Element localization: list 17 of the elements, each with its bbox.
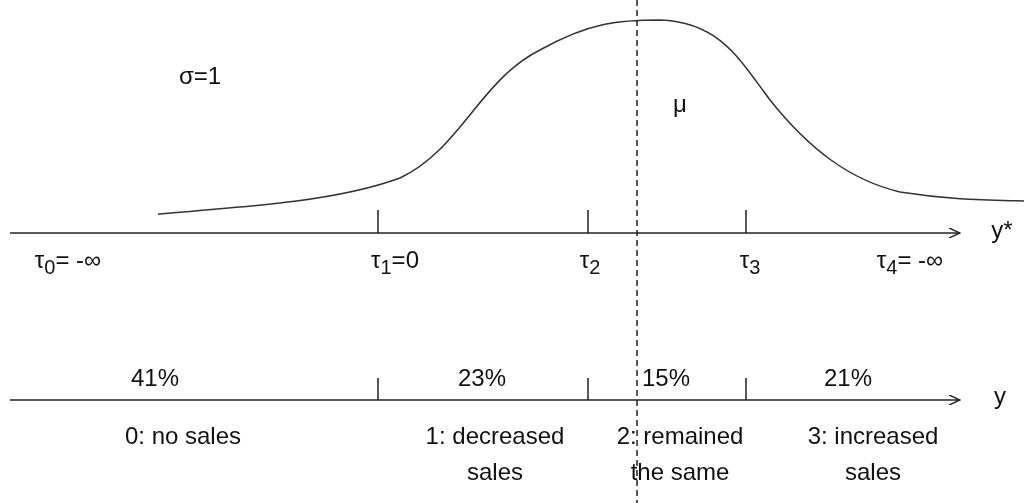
category-label: 2: remained the same	[615, 421, 745, 487]
threshold-label: τ$_{3}$	[739, 245, 761, 280]
axis-label: y*	[991, 215, 1013, 245]
axis-label: y	[994, 381, 1006, 411]
percentage-label: 23%	[458, 363, 506, 393]
threshold-label: τ$_{0}$= -∞	[34, 245, 102, 280]
percentage-label: 21%	[824, 363, 872, 393]
category-label: 1: decreased sales	[424, 421, 566, 487]
threshold-label: τ$_{4}$= -∞	[876, 245, 944, 280]
threshold-label: τ$_{2}$	[579, 245, 601, 280]
threshold-label: τ$_{1}$=0	[371, 245, 419, 280]
percentage-label: 15%	[642, 363, 690, 393]
parameter-label: σ=1	[178, 61, 222, 91]
category-label: 0: no sales	[124, 421, 242, 451]
percentage-label: 41%	[131, 363, 179, 393]
mean-label: μ	[673, 89, 687, 119]
category-label: 3: increased sales	[806, 421, 940, 487]
